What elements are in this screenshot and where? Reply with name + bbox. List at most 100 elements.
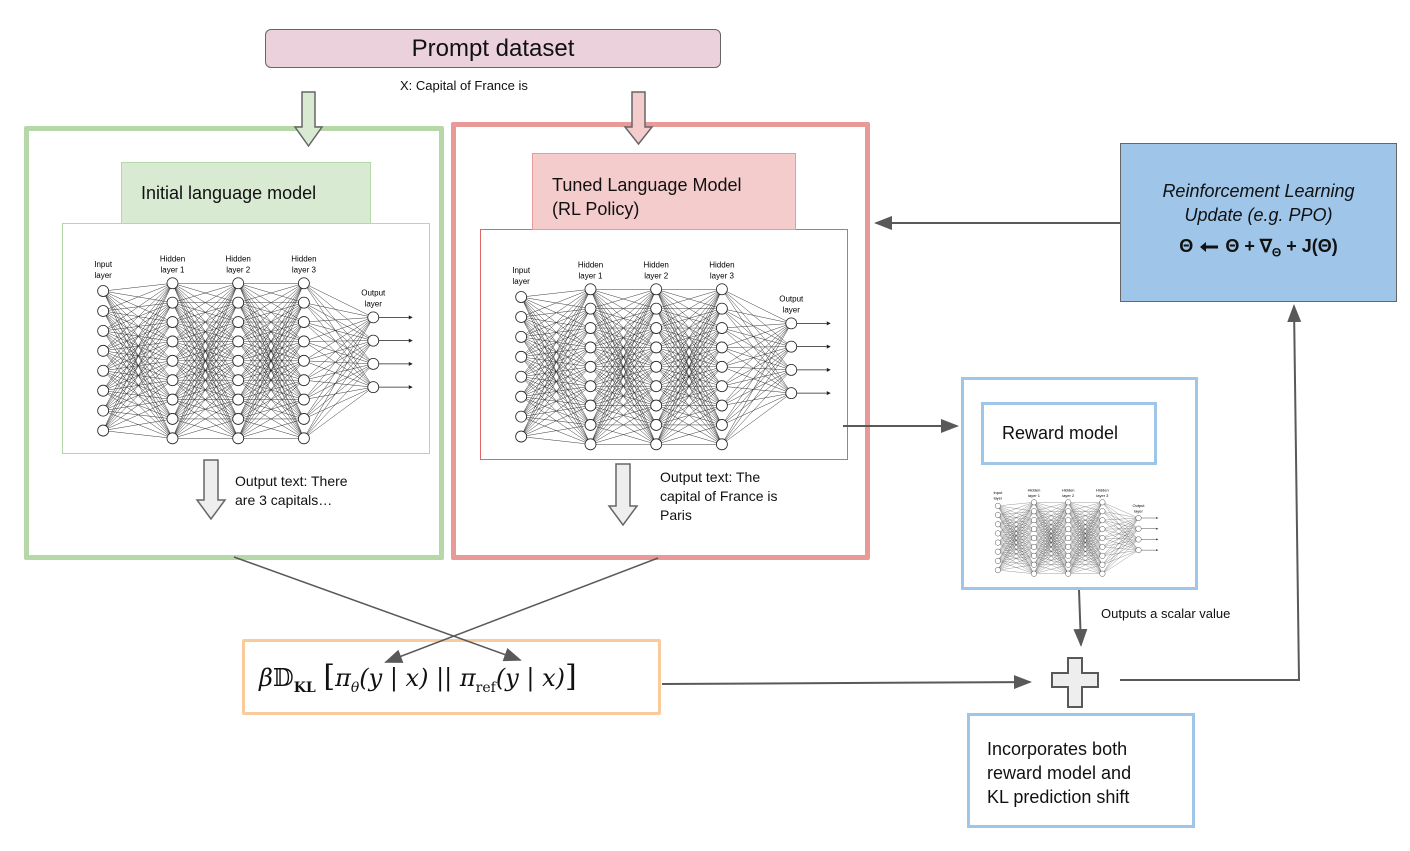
nn-edge [590, 289, 657, 329]
nn-output-arrowhead [408, 361, 413, 366]
nn-edge [1102, 517, 1139, 548]
nn-node [1065, 535, 1072, 541]
nn-node [1099, 508, 1106, 515]
nn-node [166, 296, 179, 309]
nn-edge [656, 405, 723, 445]
nn-node [994, 539, 1001, 546]
nn-node [715, 283, 728, 296]
nn-edge [521, 289, 591, 298]
nn-edge [521, 316, 591, 348]
nn-edge [1068, 502, 1103, 556]
nn-edge [1033, 520, 1069, 574]
nn-edge [997, 533, 1035, 539]
nn-edge [1068, 546, 1103, 574]
nn-layer-label: Hidden [291, 254, 316, 263]
nn-node [715, 360, 728, 373]
connector-reward-to-plus [1073, 589, 1088, 647]
nn-edge [721, 366, 792, 394]
nn-edge [656, 424, 722, 445]
nn-node [994, 567, 1001, 574]
nn-node [367, 358, 380, 370]
nn-node [584, 399, 597, 412]
nn-edge [103, 283, 173, 292]
nn-edge [721, 323, 792, 445]
nn-edge [1102, 528, 1139, 556]
nn-edge [721, 289, 792, 324]
nn-edge [1068, 502, 1103, 512]
nn-layer-label: layer 2 [644, 271, 669, 280]
nn-edge [1033, 502, 1069, 521]
nn-edge [1068, 520, 1103, 574]
nn-edge [102, 360, 173, 431]
nn-edge [1033, 502, 1069, 547]
nn-output-arrowhead [826, 344, 831, 349]
nn-edge [997, 551, 1035, 556]
nn-node [297, 413, 310, 425]
nn-node [1065, 561, 1072, 568]
nn-node [715, 302, 728, 315]
initial-model-title: Initial language model [141, 182, 317, 203]
nn-layer-label: Hidden [578, 260, 603, 269]
nn-edge [102, 321, 173, 431]
nn-node [584, 360, 597, 373]
nn-edge [520, 336, 591, 426]
nn-edge [172, 360, 239, 439]
nn-edge [303, 379, 374, 388]
nn-node [1135, 515, 1142, 521]
nn-edge [590, 366, 657, 445]
nn-edge [590, 289, 657, 445]
nn-edge [1102, 539, 1139, 574]
nn-edge [997, 551, 1035, 574]
nn-edge [303, 317, 374, 420]
nn-node [232, 413, 245, 425]
nn-layer-label: Input [993, 490, 1003, 495]
nn-edge [590, 308, 657, 445]
nn-edge [1068, 502, 1103, 565]
nn-edge [997, 514, 1035, 548]
rl-update-box: Reinforcement Learning Update (e.g. PPO)… [1120, 143, 1397, 302]
nn-edge [520, 289, 591, 357]
nn-edge [997, 524, 1035, 556]
nn-layer-label: Output [361, 288, 386, 297]
nn-edge [172, 283, 239, 323]
nn-edge [238, 283, 304, 303]
nn-node [1135, 547, 1142, 554]
nn-layer-label: layer [512, 277, 530, 286]
nn-edge [102, 330, 173, 400]
nn-layer-label: layer 1 [160, 265, 185, 274]
nn-node [97, 285, 110, 297]
nn-edge [997, 542, 1035, 565]
tuned-model-output-text: Output text: The capital of France is Pa… [660, 468, 778, 525]
nn-edge [1033, 502, 1069, 530]
nn-edge [303, 302, 374, 318]
nn-edge [997, 560, 1035, 574]
nn-edge [103, 290, 173, 323]
nn-node [1031, 508, 1037, 515]
nn-edge [590, 289, 657, 426]
nn-edge [521, 376, 591, 387]
nn-layer-label: layer 3 [710, 271, 735, 280]
nn-edge [172, 283, 239, 303]
nn-edge [997, 505, 1035, 512]
nn-edge [238, 341, 305, 439]
nn-edge [721, 392, 792, 406]
nn-edge [303, 317, 374, 381]
separator: || [428, 663, 460, 692]
nn-edge [102, 283, 173, 351]
nn-edge [1102, 528, 1139, 551]
nn-node [994, 502, 1001, 509]
nn-node [1065, 499, 1072, 506]
nn-edge [521, 376, 591, 426]
nn-edge [303, 317, 374, 400]
nn-edge [303, 386, 374, 439]
nn-edge [521, 416, 591, 426]
nn-node [1135, 536, 1142, 543]
nn-edge [590, 347, 657, 445]
nn-edge [656, 289, 723, 329]
nn-layer-label: Hidden [1096, 487, 1109, 492]
nn-node [1065, 552, 1072, 559]
nn-node [97, 305, 110, 317]
nn-edge [103, 290, 173, 342]
